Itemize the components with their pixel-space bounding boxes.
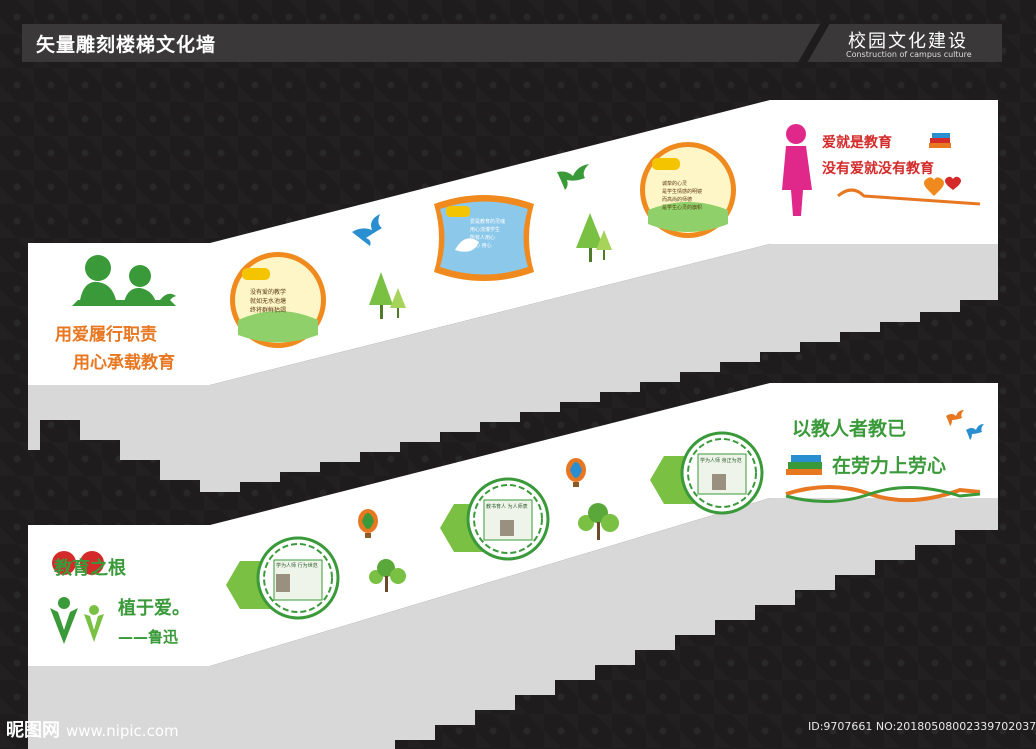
lattice-frame-3	[650, 431, 764, 515]
hot-air-balloon-icon	[566, 458, 586, 487]
heart-icon	[945, 176, 961, 190]
tree-icon	[369, 559, 406, 592]
tree-icon	[578, 503, 619, 540]
watermark-url: www.nipic.com	[66, 722, 179, 740]
header-bar: 矢量雕刻楼梯文化墙 校园文化建设 Construction of campus …	[22, 24, 1002, 62]
books-icon	[929, 133, 951, 148]
header-title: 矢量雕刻楼梯文化墙	[36, 34, 217, 56]
board3-line: 是学生情感的明镜	[662, 189, 703, 195]
board2-text: 爱是教育的灵魂 用心浇灌学生 所有人用心 爱心 用心	[470, 218, 526, 250]
upper-slogan-line2: 用心承载教育	[73, 353, 175, 373]
children-reading-icon	[72, 255, 176, 306]
decorative-swirl	[837, 188, 981, 206]
board3-line: 是学生心灵的旗帜	[662, 205, 703, 211]
board2-line: 用心浇灌学生	[470, 227, 501, 233]
frame3-text: 学为人师 身正为范	[700, 458, 742, 464]
bird-icon	[946, 410, 964, 426]
bird-icon	[966, 424, 984, 440]
lower-left-line1: 教育之根	[54, 558, 126, 579]
board2-line: 爱心 用心	[470, 243, 492, 249]
lower-left-line2: 植于爱。	[118, 598, 190, 619]
lower-right-line1: 以教人者教已	[792, 418, 907, 440]
board1-line: 没有爱的教学	[250, 289, 287, 296]
board1-text: 没有爱的教学 就如无水池塘 终将群鲜枯竭	[250, 288, 310, 315]
lower-left-line3: ——鲁迅	[118, 628, 179, 646]
board2-line: 所有人用心	[470, 235, 496, 241]
board2-line: 爱是教育的灵魂	[470, 219, 506, 225]
tree-icon	[369, 272, 406, 319]
bird-icon	[352, 214, 382, 246]
board1-line: 就如无水池塘	[250, 298, 287, 305]
heart-icon	[924, 177, 944, 196]
board3-line: 而高尚的师德	[662, 197, 693, 203]
lower-right-line2: 在劳力上劳心	[832, 455, 947, 477]
ribbon-decoration	[785, 486, 981, 503]
frame2-text: 教书育人 为人师表	[486, 504, 528, 510]
lattice-frame-1	[226, 536, 340, 620]
upper-slogan-line1: 用爱履行职责	[55, 325, 157, 345]
quote-board-2	[434, 195, 534, 281]
board1-line: 终将群鲜枯竭	[250, 307, 287, 314]
quote-board-3	[640, 142, 736, 238]
board3-line: 诚挚的心灵	[662, 181, 688, 187]
quote-board-1	[230, 252, 326, 348]
watermark-left: 昵图网 www.nipic.com	[6, 716, 179, 742]
watermark-logo: 昵图网	[6, 720, 60, 741]
tree-icon	[576, 213, 612, 262]
people-logo-icon	[50, 597, 104, 644]
teacher-silhouette-icon	[782, 124, 812, 216]
books-icon	[786, 455, 822, 475]
header-divider	[792, 24, 832, 62]
red-circle-badge	[52, 551, 104, 575]
lattice-frame-2	[440, 477, 550, 561]
hot-air-balloon-icon	[358, 509, 378, 538]
bird-icon	[557, 164, 589, 190]
board3-text: 诚挚的心灵 是学生情感的明镜 而高尚的师德 是学生心灵的旗帜	[662, 180, 722, 212]
upper-right-line2: 没有爱就没有教育	[822, 161, 934, 177]
header-subtitle: 校园文化建设	[848, 31, 968, 52]
watermark-right: ID:9707661 NO:20180508002339702037	[808, 720, 1036, 733]
frame1-text: 学为人师 行为世范	[276, 563, 318, 569]
upper-right-line1: 爱就是教育	[822, 135, 892, 151]
header-subtitle-en: Construction of campus culture	[846, 50, 972, 59]
